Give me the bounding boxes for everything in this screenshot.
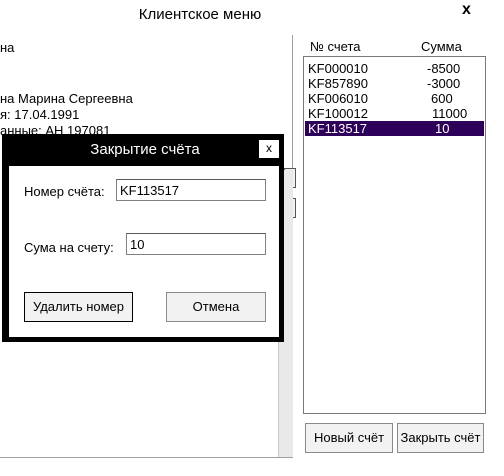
account-number: KF857890	[308, 76, 368, 91]
client-info-name: на Марина Сергеевна	[0, 91, 133, 106]
client-info-birthdate: я: 17.04.1991	[0, 107, 80, 122]
account-sum: 11000	[432, 106, 468, 121]
delete-account-button[interactable]: Удалить номер	[24, 292, 133, 322]
dialog-body: Номер счёта: Сума на счету: Удалить номе…	[9, 166, 279, 337]
account-number-field[interactable]	[116, 179, 266, 201]
close-account-dialog: Закрытие счёта x Номер счёта: Сума на сч…	[2, 134, 284, 342]
account-sum: -8500	[427, 61, 461, 76]
cancel-button[interactable]: Отмена	[166, 292, 266, 322]
accounts-list[interactable]: KF000010 -8500 KF857890 -3000 KF006010 6…	[303, 56, 486, 414]
account-number: KF006010	[308, 91, 368, 106]
header-sum: Сумма	[421, 39, 462, 54]
account-number-label: Номер счёта:	[24, 184, 105, 199]
balance-field[interactable]	[126, 233, 266, 255]
new-account-button[interactable]: Новый счёт	[305, 423, 393, 453]
dialog-title: Закрытие счёта	[90, 141, 200, 158]
dialog-close-button[interactable]: x	[259, 140, 279, 158]
account-row[interactable]: KF006010 600	[305, 91, 484, 106]
account-row[interactable]: KF000010 -8500	[305, 61, 484, 76]
account-row[interactable]: KF857890 -3000	[305, 76, 484, 91]
account-row-selected[interactable]: KF113517 10	[305, 121, 484, 136]
header-account-number: № счета	[310, 39, 361, 54]
account-sum: 600	[431, 91, 453, 106]
close-account-button[interactable]: Закрыть счёт	[397, 423, 484, 453]
account-sum: 10	[435, 121, 450, 136]
account-number: KF100012	[308, 106, 368, 121]
account-number: KF113517	[308, 121, 368, 136]
window-close-button[interactable]: x	[462, 1, 471, 18]
account-sum: -3000	[427, 76, 461, 91]
window-title: Клиентское меню	[138, 6, 262, 23]
account-row[interactable]: KF100012 11000	[305, 106, 484, 121]
account-number: KF000010	[308, 61, 368, 76]
client-info-line: на	[0, 40, 15, 55]
balance-label: Сума на счету:	[24, 240, 114, 255]
